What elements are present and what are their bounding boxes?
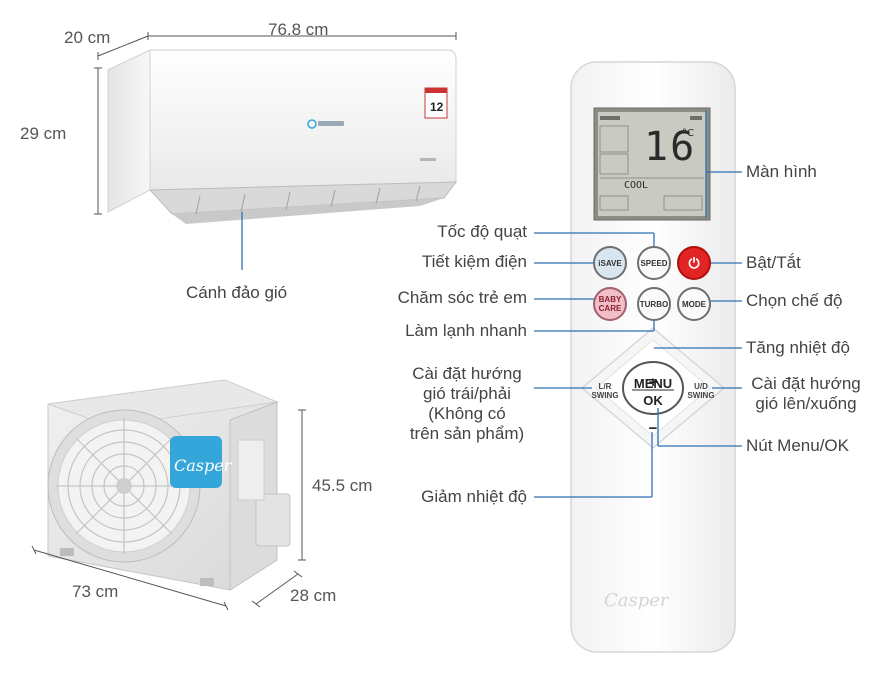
callout-energy-saving: Tiết kiệm điện xyxy=(421,252,527,271)
indoor-depth-label: 20 cm xyxy=(64,28,111,47)
callout-menu-ok: Nút Menu/OK xyxy=(746,436,849,455)
menu-button[interactable]: MENU xyxy=(633,376,673,391)
outdoor-brand-logo: Casper xyxy=(174,456,232,475)
callout-temp-up: Tăng nhiệt độ xyxy=(746,338,850,357)
baby-care-line1: BABY xyxy=(598,295,622,304)
remote-leader-lines xyxy=(534,110,742,498)
warranty-badge: 12 xyxy=(430,100,444,114)
power-button[interactable]: ⏻ xyxy=(677,246,711,280)
callout-ud-swing-line2: gió lên/xuống xyxy=(755,394,857,413)
remote-control-illustration xyxy=(570,61,736,653)
callout-lr-swing: Cài đặt hướng gió trái/phải (Không có tr… xyxy=(404,364,530,444)
indoor-height-label: 29 cm xyxy=(20,124,67,143)
callout-lr-swing-line2: gió trái/phải xyxy=(423,384,511,403)
plus-button[interactable]: + xyxy=(648,374,658,391)
power-icon: ⏻ xyxy=(688,254,700,271)
callout-temp-down: Giảm nhiệt độ xyxy=(421,487,527,506)
isave-button[interactable]: iSAVE xyxy=(593,246,627,280)
outdoor-dimension-lines xyxy=(31,409,306,611)
outdoor-unit-illustration xyxy=(47,379,291,591)
callout-screen: Màn hình xyxy=(746,162,817,181)
callout-baby-care: Chăm sóc trẻ em xyxy=(397,288,527,307)
callout-ud-swing: Cài đặt hướng gió lên/xuống xyxy=(744,374,868,414)
remote-brand-logo: Casper xyxy=(604,590,669,611)
indoor-dimension-lines xyxy=(94,32,457,215)
callout-lr-swing-line4: trên sản phẩm) xyxy=(409,424,525,443)
baby-care-line2: CARE xyxy=(598,304,622,313)
lr-swing-line2: SWING xyxy=(591,391,619,400)
lcd-mode: COOL xyxy=(624,180,649,191)
lcd-unit: °C xyxy=(682,128,694,139)
callout-power: Bật/Tắt xyxy=(746,253,801,272)
outdoor-width-label: 73 cm xyxy=(72,582,119,601)
ud-swing-line2: SWING xyxy=(687,391,715,400)
callout-fan-speed: Tốc độ quạt xyxy=(437,222,527,241)
mode-button[interactable]: MODE xyxy=(677,287,711,321)
indoor-unit-illustration xyxy=(107,49,458,224)
callout-fast-cooling: Làm lạnh nhanh xyxy=(405,321,527,340)
callout-lr-swing-line1: Cài đặt hướng xyxy=(412,364,522,383)
ok-button[interactable]: OK xyxy=(643,393,663,408)
lcd-temperature: 16 xyxy=(644,124,697,170)
minus-button[interactable]: − xyxy=(648,420,658,437)
speed-button[interactable]: SPEED xyxy=(637,246,671,280)
callout-lr-swing-line3: (Không có xyxy=(428,404,506,423)
ud-swing-line1: U/D xyxy=(694,382,708,391)
louver-label: Cánh đảo gió xyxy=(186,283,288,302)
indoor-width-label: 76.8 cm xyxy=(268,20,329,39)
outdoor-height-label: 45.5 cm xyxy=(312,476,373,495)
lr-swing-line1: L/R xyxy=(598,382,612,391)
turbo-button[interactable]: TURBO xyxy=(637,287,671,321)
outdoor-depth-label: 28 cm xyxy=(290,586,337,605)
callout-mode: Chọn chế độ xyxy=(746,291,843,310)
callout-ud-swing-line1: Cài đặt hướng xyxy=(751,374,861,393)
